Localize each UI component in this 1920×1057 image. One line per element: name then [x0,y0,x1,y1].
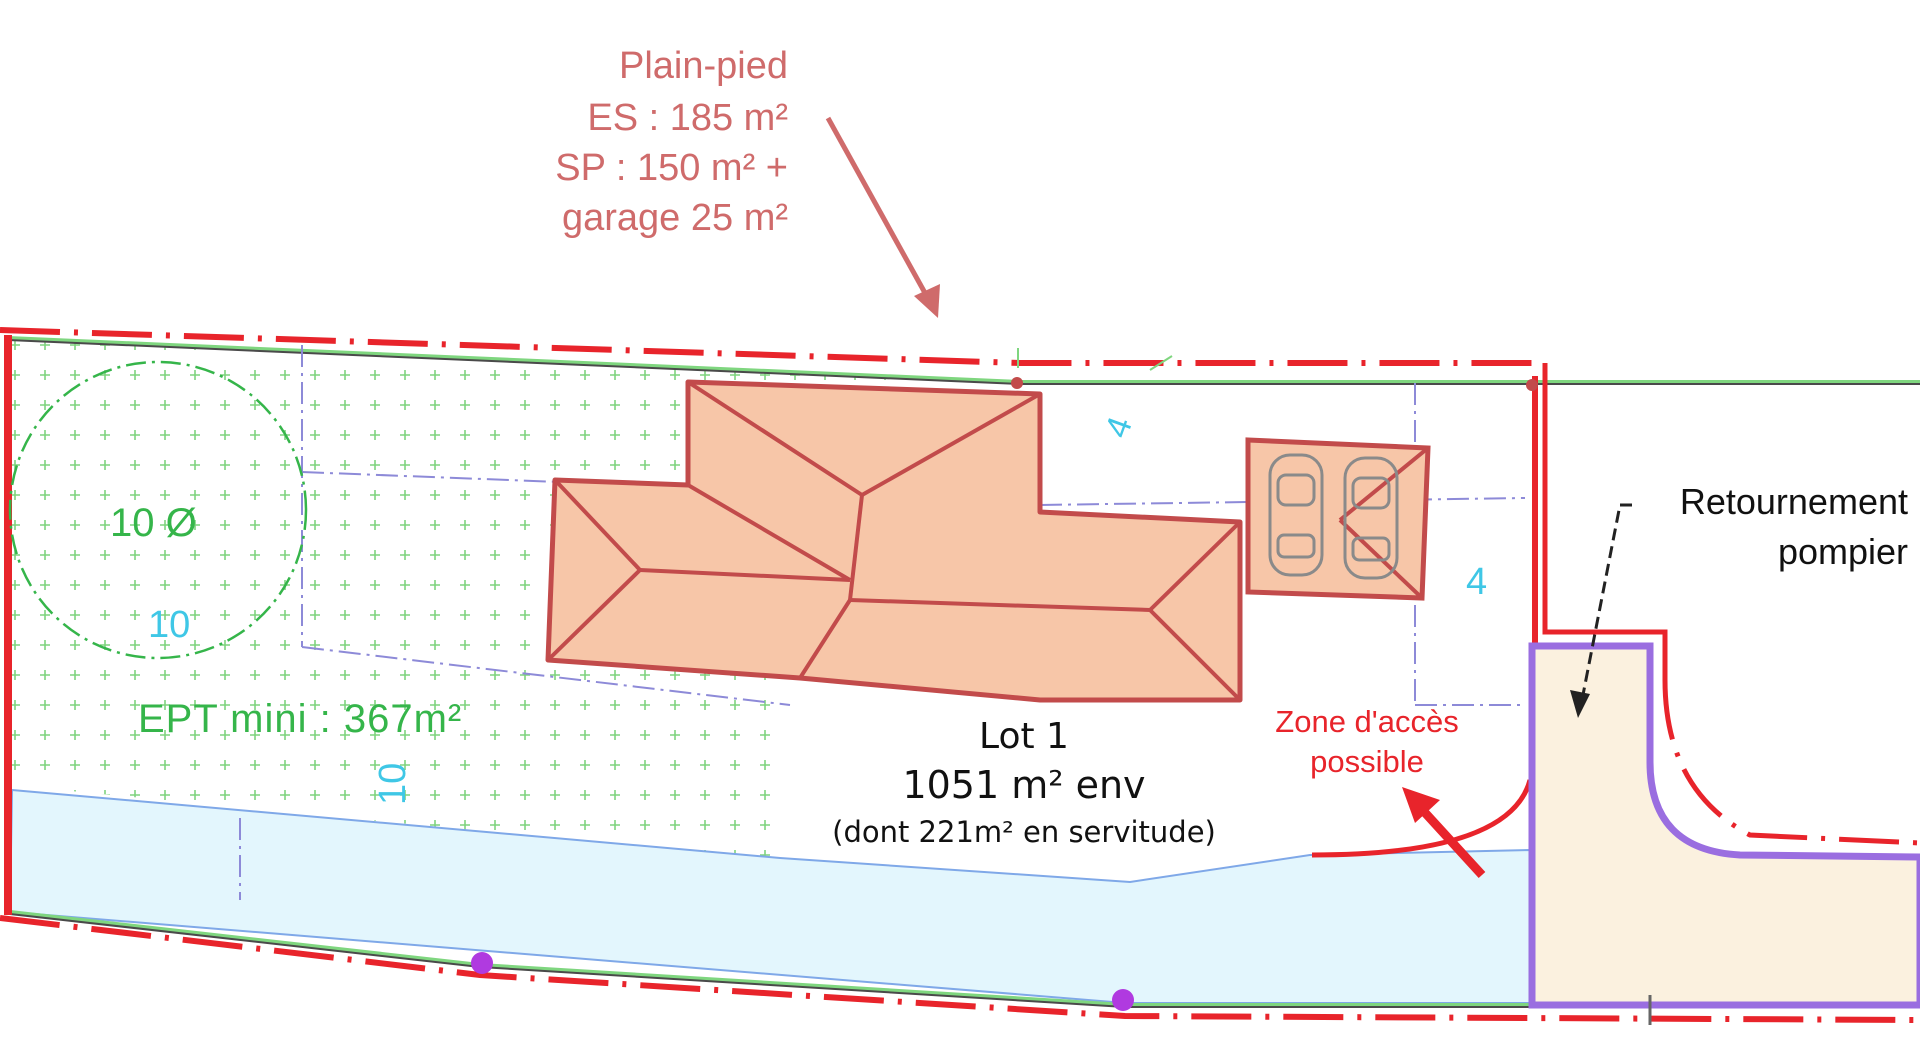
access-zone-label: Zone d'accès possible [1275,704,1458,779]
callout-line: SP : 150 m² + [555,147,788,189]
lot-area: 1051 m² env [902,763,1145,807]
fire-callout-line1: Retournement [1680,481,1908,522]
callout-line: garage 25 m² [562,197,788,239]
access-arrow-icon [1402,787,1486,879]
survey-point [1011,377,1023,389]
garage [1245,437,1431,601]
ept-label: EPT mini : 367m² [138,697,462,741]
access-line1: Zone d'accès [1275,704,1458,739]
tree-label: 10 Ø [110,501,197,545]
fire-turnaround-area [1528,642,1920,1009]
fire-callout: Retournement pompier [1680,481,1908,572]
car-icon [1268,453,1399,580]
lot-note: (dont 221m² en servitude) [832,815,1216,849]
house-roof [545,379,1243,703]
fire-callout-line2: pompier [1778,531,1908,572]
setback-top: 4 [1098,412,1140,443]
side-dimension: 10 [372,763,414,805]
tree-circle [8,360,308,660]
callout-line: Plain-pied [619,45,788,87]
survey-point [1526,379,1538,391]
access-line2: possible [1310,744,1424,779]
lot-label: Lot 1 1051 m² env (dont 221m² en servitu… [832,716,1216,849]
house-callout: Plain-pied ES : 185 m² SP : 150 m² + gar… [555,45,788,239]
fire-callout-arrow-icon [1570,503,1632,718]
setback-right: 4 [1466,561,1487,603]
survey-point-purple [471,952,493,974]
lot-name: Lot 1 [979,716,1069,757]
callout-line: ES : 185 m² [587,97,788,139]
parcel-line-bottom [9,910,1530,1007]
survey-point-purple [1112,989,1134,1011]
tree-dimension: 10 [148,604,190,646]
arrow-icon [825,116,940,318]
